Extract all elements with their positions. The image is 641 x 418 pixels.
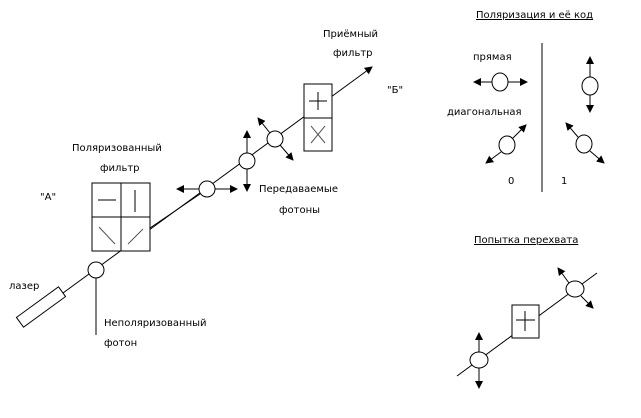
transmitted-label-line2: фотоны: [279, 205, 321, 216]
filter-b-title-line1: Приёмный: [323, 29, 378, 40]
photon-label-line1: Неполяризованный: [104, 318, 207, 329]
polarizing-filter-a: [91, 182, 151, 252]
legend-diagonal-label: диагональная: [447, 107, 522, 118]
legend-code-0: 0: [508, 176, 515, 187]
photon-label-line2: фотон: [104, 338, 138, 349]
legend-code-1: 1: [561, 176, 568, 187]
legend-horizontal: [473, 72, 528, 92]
transmitted-label-line1: Передаваемые: [259, 184, 338, 195]
laser: [15, 286, 67, 328]
intercept-filter: [511, 304, 540, 339]
filter-a-tag: "А": [40, 192, 57, 203]
legend-diagonal-0: [485, 124, 527, 164]
legend-vertical: [581, 56, 599, 113]
filter-b-title-line2: фильтр: [333, 48, 373, 59]
intercept-photon-diagonal: [557, 267, 594, 309]
photon-diagonal: [257, 117, 294, 161]
receiving-filter-b: [303, 83, 333, 152]
intercept-photon-vertical: [469, 332, 489, 389]
filter-a-title-line2: фильтр: [100, 163, 140, 174]
filter-b-tag: "Б": [387, 85, 404, 96]
photon-horizontal: [176, 180, 238, 198]
filter-a-title-line1: Поляризованный: [72, 143, 162, 154]
photon-vertical: [238, 130, 256, 192]
laser-label: лазер: [9, 281, 40, 292]
legend-title: Поляризация и её код: [476, 10, 594, 21]
legend-diagonal-1: [565, 122, 605, 164]
intercept-title: Попытка перехвата: [474, 235, 579, 246]
legend-straight-label: прямая: [473, 52, 512, 63]
unpolarized-photon: [87, 261, 105, 279]
